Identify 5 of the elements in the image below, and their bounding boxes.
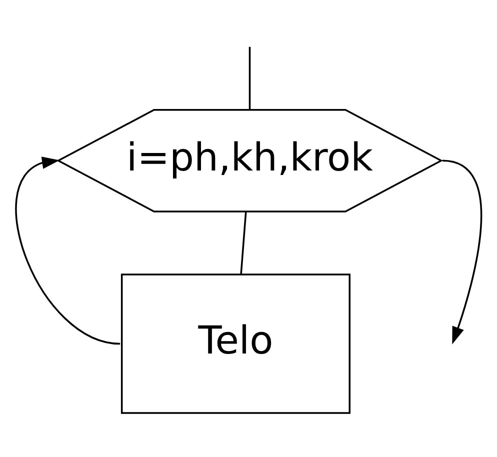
- arrow: [442, 159, 482, 344]
- connector: [240, 210, 247, 274]
- arrow: [16, 156, 120, 344]
- connector: [248, 46, 251, 109]
- node-box: Telo: [120, 273, 350, 414]
